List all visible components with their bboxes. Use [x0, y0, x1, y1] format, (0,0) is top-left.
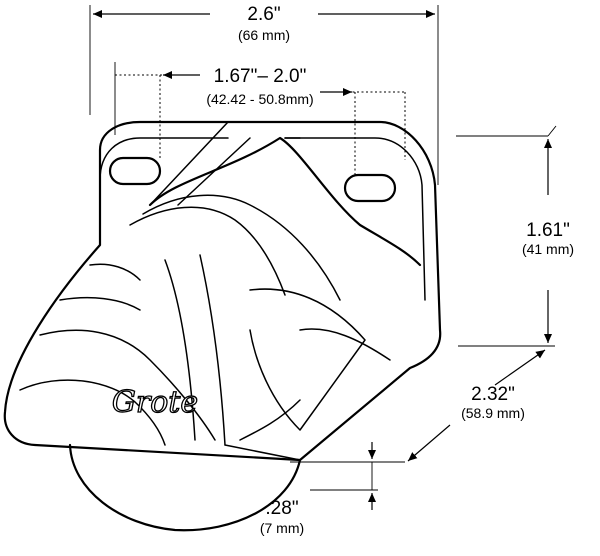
dome-rim-2 [142, 194, 341, 301]
mount-slot-right [343, 173, 397, 203]
housing-outline [3, 120, 442, 462]
dome-top [148, 136, 422, 267]
overall-width-metric: (66 mm) [238, 27, 290, 43]
mount-spacing-metric: (42.42 - 50.8mm) [206, 91, 313, 107]
center-groove [149, 121, 301, 206]
lens-face-line-8 [224, 399, 301, 461]
dimension-overall-width: 2.6" (66 mm) [89, 4, 439, 185]
depth-imperial: 2.32" [471, 384, 515, 405]
dome-rim [129, 206, 286, 296]
lens-face-line-5 [249, 288, 366, 431]
mount-slot-left [108, 156, 162, 186]
lens-face-line-2 [19, 379, 166, 446]
thickness-metric: (7 mm) [260, 520, 304, 536]
lens-face-line-6 [299, 328, 391, 361]
depth-metric: (58.9 mm) [461, 405, 525, 421]
lens-face-line-3 [164, 259, 196, 441]
lens-face-line-1 [39, 329, 216, 441]
dimension-depth: 2.32" (58.9 mm) [290, 349, 546, 463]
dimension-thickness: .28" (7 mm) [260, 442, 378, 536]
thickness-imperial: .28" [265, 498, 298, 519]
overall-width-imperial: 2.6" [247, 4, 280, 25]
height-imperial: 1.61" [526, 220, 570, 241]
mount-plate-edge [99, 137, 426, 301]
dimension-mount-spacing: 1.67"– 2.0" (42.42 - 50.8mm) [114, 62, 406, 175]
brand-logo: Grote [112, 385, 198, 420]
mount-spacing-imperial: 1.67"– 2.0" [214, 66, 307, 87]
lens-face-line-4 [199, 254, 226, 446]
lens-face-line-7 [59, 263, 141, 311]
dimension-height: 1.61" (41 mm) [456, 125, 574, 347]
height-metric: (41 mm) [522, 241, 574, 257]
light-housing: Grote [3, 120, 442, 532]
lens-bottom [68, 443, 302, 532]
